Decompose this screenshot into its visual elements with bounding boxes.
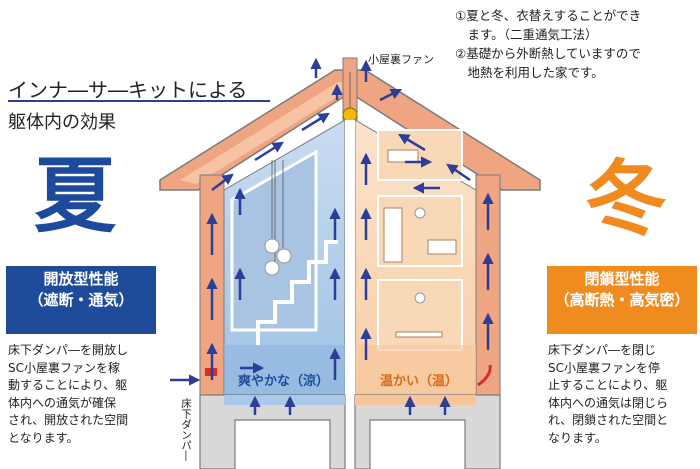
heading-line-1: インナ―サ―キットによる — [8, 78, 248, 102]
attic-fan-label: 小屋裏ファン — [368, 52, 434, 66]
summer-description-line: 体内への通気が確保 — [8, 395, 117, 410]
ceiling-lamp-icon — [414, 207, 426, 219]
door-icon — [383, 207, 403, 263]
summer-description-line: され、開放された空間 — [8, 413, 129, 427]
winter-description-line: SC小屋裏ファンを停 — [548, 360, 660, 375]
summer-description: 床下ダンパ―を開放し SC小屋裏ファンを稼 動することにより、躯 体内への通気が… — [8, 342, 158, 447]
winter-description: 床下ダンパ―を閉じ SC小屋裏ファンを停 止することにより、躯 体内への通気は閉… — [548, 342, 698, 447]
table-icon — [395, 331, 443, 338]
winter-description-line: れ、閉鎖された空間と — [548, 413, 669, 427]
summer-air-label: 爽やかな（涼） — [238, 373, 329, 389]
winter-badge-subtitle: （高断熱・高気密） — [554, 291, 690, 309]
summer-description-line: 動することにより、躯 — [8, 378, 128, 392]
pendant-lamp-icon — [264, 260, 280, 276]
summer-badge-title: 開放型性能 — [43, 270, 119, 288]
summer-description-line: 床下ダンパ―を開放し — [8, 343, 129, 357]
winter-description-line: 体内への通気は閉じら — [548, 395, 669, 410]
heading-line-2: 躯体内の効果 — [8, 112, 116, 133]
note-line: ②基礎から外断熱していますので — [455, 46, 641, 61]
winter-description-line: 床下ダンパ―を閉じ — [548, 343, 657, 357]
sofa-icon — [427, 239, 457, 255]
pendant-lamp-icon — [276, 248, 292, 264]
floor-damper-closed-icon — [477, 364, 492, 387]
winter-air-label: 温かい（温） — [380, 373, 458, 389]
floor-damper-label: 床下ダンパ― — [180, 397, 192, 461]
winter-badge: 閉鎖型性能 （高断熱・高気密） — [547, 266, 697, 334]
winter-description-line: なります。 — [548, 430, 607, 445]
winter-badge-title: 閉鎖型性能 — [584, 270, 660, 288]
note-line: 地熱を利用した家です。 — [455, 65, 604, 80]
summer-kanji: 夏 — [34, 148, 117, 244]
notes: ①夏と冬、衣替えすることができ ます。（二重通気工法） ②基礎から外断熱していま… — [455, 6, 695, 82]
summer-badge: 開放型性能 （遮断・通気） — [6, 266, 156, 334]
pendant-lamp-icon — [264, 238, 280, 254]
winter-interior — [354, 119, 477, 396]
note-line: ①夏と冬、衣替えすることができ — [455, 8, 642, 23]
summer-badge-subtitle: （遮断・通気） — [28, 291, 134, 309]
foundation — [199, 394, 501, 469]
winter-airflow-arrows — [360, 59, 494, 415]
bed-icon — [387, 149, 419, 163]
summer-description-line: となります。 — [8, 430, 79, 445]
summer-description-line: SC小屋裏ファンを稼 — [8, 360, 120, 375]
winter-kanji: 冬 — [585, 151, 668, 247]
note-line: ます。（二重通気工法） — [455, 27, 598, 42]
summer-airflow-arrows — [170, 57, 343, 415]
heading-rule — [8, 100, 270, 102]
ceiling-lamp-icon — [414, 292, 426, 304]
winter-description-line: 止することにより、躯 — [548, 378, 668, 392]
